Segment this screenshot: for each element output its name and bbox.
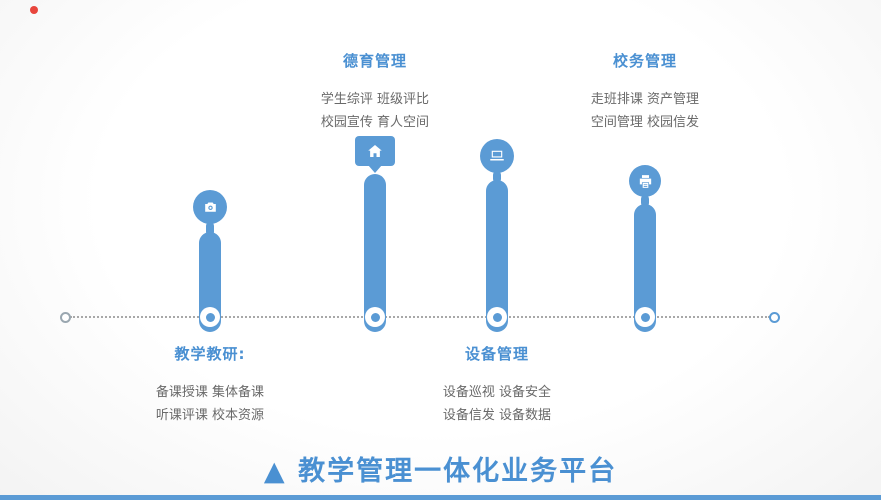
laptop-icon — [480, 139, 514, 173]
milestone-line: 空间管理 校园信发 — [590, 115, 700, 130]
milestone-line: 学生综评 班级评比 — [320, 92, 430, 107]
milestone-node — [487, 307, 507, 327]
milestone-text-school: 校务管理 走班排课 资产管理 空间管理 校园信发 — [535, 50, 755, 134]
milestone-heading: 德育管理 — [342, 52, 407, 70]
milestone-line: 听课评课 校本资源 — [155, 408, 265, 423]
page-title: ▲ 教学管理一体化业务平台 — [263, 456, 618, 487]
milestone-pill — [199, 232, 221, 332]
milestone-heading: 设备管理 — [464, 345, 529, 363]
milestone-text-moral: 德育管理 学生综评 班级评比 校园宣传 育人空间 — [265, 50, 485, 134]
milestone-stem — [206, 222, 214, 236]
milestone-text-teaching: 教学教研: 备课授课 集体备课 听课评课 校本资源 — [100, 343, 320, 427]
milestone-line: 设备巡视 设备安全 — [442, 385, 552, 400]
milestone-pill — [486, 180, 508, 332]
home-icon — [355, 136, 395, 166]
milestone-node — [200, 307, 220, 327]
timeline-dotted-line — [70, 316, 770, 318]
milestone-stem — [493, 171, 501, 183]
camera-icon — [193, 190, 227, 224]
milestone-heading: 教学教研: — [174, 345, 246, 363]
bottom-accent-bar — [0, 495, 881, 500]
milestone-node — [365, 307, 385, 327]
timeline-right-end-node — [769, 312, 780, 323]
printer-icon — [629, 165, 661, 197]
corner-dot — [30, 6, 38, 14]
milestone-line: 校园宣传 育人空间 — [320, 115, 430, 130]
milestone-line: 设备信发 设备数据 — [442, 408, 552, 423]
timeline-left-end-node — [60, 312, 71, 323]
milestone-line: 走班排课 资产管理 — [590, 92, 700, 107]
milestone-line: 备课授课 集体备课 — [155, 385, 265, 400]
milestone-heading: 校务管理 — [612, 52, 677, 70]
milestone-node — [635, 307, 655, 327]
milestone-stem — [641, 195, 649, 207]
milestone-pill — [634, 204, 656, 332]
milestone-text-device: 设备管理 设备巡视 设备安全 设备信发 设备数据 — [387, 343, 607, 427]
milestone-pill — [364, 174, 386, 332]
